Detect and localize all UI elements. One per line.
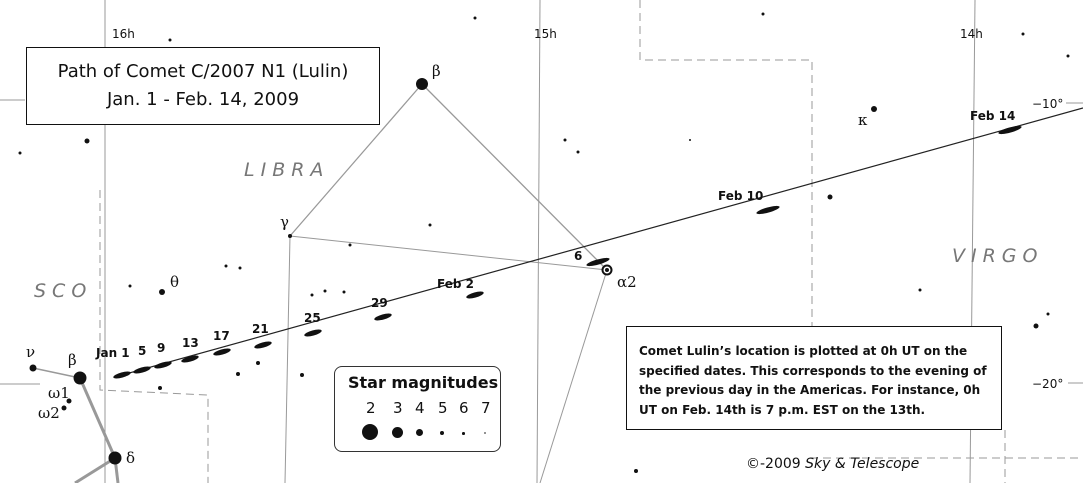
legend-mag-6: 6 [459, 399, 469, 417]
note-box: Comet Lulin’s location is plotted at 0h … [626, 326, 1002, 430]
label-sco-omega1: ω1 [48, 384, 70, 402]
copyright: ©-2009 Sky & Telescope [746, 456, 919, 472]
dec-label-minus20: −20° [1032, 377, 1063, 391]
comet-marker [254, 341, 272, 349]
chart-title: Path of Comet C/2007 N1 (Lulin) [57, 61, 349, 82]
comet-marker [586, 257, 610, 267]
comet-date-label: 17 [213, 329, 230, 343]
legend-dot-6 [462, 432, 465, 435]
star-magnitude-legend: Star magnitudes 2 3 4 5 6 7 [334, 366, 501, 452]
constellation-sco: SCO [34, 280, 92, 302]
comet-date-label: Feb 2 [437, 277, 474, 291]
label-sco-omega2: ω2 [38, 404, 60, 422]
copyright-publisher: Sky & Telescope [805, 456, 920, 472]
comet-date-label: 9 [157, 341, 165, 355]
label-lib-gamma: γ [280, 213, 289, 231]
constellation-boundaries [99, 0, 1083, 483]
star-lib-beta [416, 78, 428, 90]
comet-date-label: 13 [182, 336, 199, 350]
comet-marker [113, 371, 131, 379]
label-lib-theta: θ [170, 273, 179, 291]
legend-title: Star magnitudes [348, 373, 499, 392]
legend-dot-7 [484, 432, 486, 434]
chart-subtitle: Jan. 1 - Feb. 14, 2009 [106, 89, 300, 110]
legend-mag-5: 5 [438, 399, 448, 417]
comet-marker [133, 366, 151, 374]
ra-label-16h: 16h [112, 27, 135, 41]
star-lib-gamma [288, 234, 292, 238]
star-sco-omega1 [66, 398, 72, 404]
star-lib-alpha2-core [605, 268, 609, 272]
note-text: Comet Lulin’s location is plotted at 0h … [639, 344, 987, 417]
star-sco-nu [29, 364, 37, 372]
legend-mag-7: 7 [481, 399, 491, 417]
star-sco-omega2 [61, 405, 67, 411]
comet-marker [154, 361, 172, 369]
constellation-libra: LIBRA [244, 159, 329, 181]
comet-marker [374, 313, 392, 321]
comet-date-label: Feb 14 [970, 109, 1015, 123]
constellation-lines [32, 83, 608, 483]
comet-date-label: 29 [371, 296, 388, 310]
comet-date-label: 5 [138, 344, 146, 358]
dec-label-minus10: −10° [1032, 97, 1063, 111]
label-vir-kappa: κ [858, 111, 868, 129]
legend-mag-2: 2 [366, 399, 376, 417]
comet-marker [998, 125, 1022, 135]
legend-dot-4 [416, 429, 423, 436]
legend-dot-5 [440, 431, 444, 435]
comet-marker [466, 291, 484, 299]
comet-marker [213, 348, 231, 356]
comet-marker [181, 355, 199, 363]
legend-dot-2 [362, 424, 378, 440]
comet-marker [304, 329, 322, 337]
star-lib-theta [159, 289, 165, 295]
comet-date-label: Feb 10 [718, 189, 763, 203]
ra-label-14h: 14h [960, 27, 983, 41]
legend-dot-3 [392, 427, 403, 438]
comet-date-label: Jan 1 [95, 346, 130, 360]
legend-mag-4: 4 [415, 399, 425, 417]
comet-date-label: 6 [574, 249, 582, 263]
comet-marker [756, 205, 780, 215]
label-lib-alpha2: α2 [617, 273, 637, 291]
chart-title-box: Path of Comet C/2007 N1 (Lulin) Jan. 1 -… [26, 47, 380, 125]
label-sco-delta: δ [126, 449, 135, 467]
label-sco-beta: β [68, 351, 77, 369]
constellation-virgo: VIRGO [952, 245, 1043, 267]
label-lib-beta: β [432, 62, 441, 80]
star-vir-kappa [871, 106, 877, 112]
star-sco-delta [108, 451, 122, 465]
stars [18, 12, 1070, 473]
comet-path-line [114, 107, 1083, 378]
comet-date-label: 25 [304, 311, 321, 325]
star-sco-beta [73, 371, 87, 385]
comet-markers [113, 125, 1022, 379]
legend-mag-3: 3 [393, 399, 403, 417]
ra-label-15h: 15h [534, 27, 557, 41]
comet-date-label: 21 [252, 322, 269, 336]
label-sco-nu: ν [26, 343, 35, 361]
copyright-year: ©-2009 [746, 456, 801, 472]
